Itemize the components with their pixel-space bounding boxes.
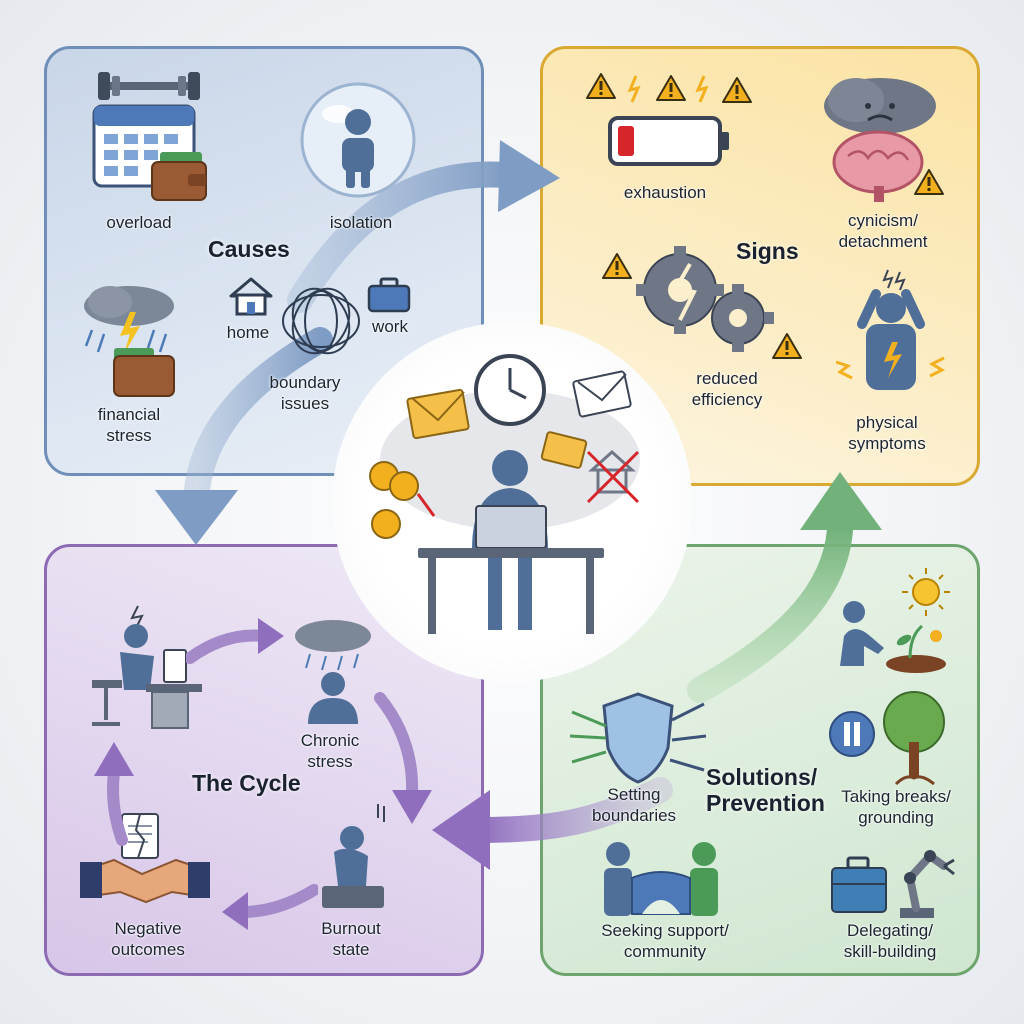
- handshake-icon: [80, 813, 210, 904]
- envelope-icon: [406, 370, 632, 469]
- label-boundary-issues: boundary issues: [269, 373, 341, 413]
- label-burnout-state: Burnout state: [321, 919, 381, 959]
- arrow-causes-to-cycle: [183, 327, 333, 513]
- briefcase-icon: [367, 277, 411, 313]
- brain-cloud-icon: [824, 78, 944, 202]
- label-taking-breaks: Taking breaks/ grounding: [841, 787, 951, 827]
- label-delegating: Delegating/ skill-building: [843, 921, 937, 961]
- burnout-figure-icon: [322, 804, 385, 908]
- bridge-people-icon: [604, 842, 718, 916]
- cycle-arrow-4: [94, 742, 134, 846]
- arrow-solutions-to-signs: [687, 517, 853, 703]
- solutions-title: Solutions/ Prevention: [706, 764, 825, 816]
- robot-arm-icon: [900, 850, 955, 918]
- sun-icon: [902, 568, 950, 616]
- label-physical-symptoms: physical symptoms: [848, 413, 926, 453]
- tree-icon: [829, 691, 945, 786]
- gardening-icon: [840, 568, 950, 673]
- battery-icon: [586, 73, 752, 166]
- rain-cloud-person-icon: [295, 620, 371, 724]
- shield-icon: [569, 692, 707, 784]
- label-seeking-support: Seeking support/ community: [601, 921, 729, 961]
- label-cynicism: cynicism/ detachment: [838, 211, 928, 251]
- warning-icon: [586, 73, 616, 99]
- label-setting-boundaries: Setting boundaries: [591, 785, 677, 825]
- storm-cloud-icon: [84, 286, 175, 397]
- cycle-arrow-3: [222, 884, 318, 930]
- arrow-causes-to-signs: [287, 161, 518, 313]
- label-reduced-efficiency: reduced efficiency: [691, 369, 763, 409]
- label-isolation: isolation: [329, 213, 393, 232]
- wallet-icon: [151, 152, 207, 201]
- bubble-person-icon: [300, 82, 416, 198]
- house-icon: [229, 277, 273, 316]
- house-crossed-icon: [586, 449, 640, 504]
- worker-desk-cycle-icon: [92, 605, 202, 729]
- clock-icon: [474, 354, 546, 426]
- coin-icon: [369, 461, 436, 539]
- causes-title: Causes: [208, 236, 290, 262]
- label-work: work: [372, 317, 408, 336]
- toolbox-icon: [831, 850, 955, 918]
- cycle-arrow-1: [186, 618, 284, 664]
- label-negative-outcomes: Negative outcomes: [111, 919, 185, 959]
- gears-icon: [602, 246, 802, 359]
- cycle-title: The Cycle: [192, 770, 301, 796]
- label-overload: overload: [106, 213, 172, 232]
- tangle-icon: [282, 287, 360, 355]
- document-icon: [121, 813, 159, 859]
- pause-icon: [829, 711, 875, 757]
- signs-title: Signs: [736, 238, 799, 264]
- label-financial-stress: financial stress: [97, 405, 161, 445]
- label-chronic-stress: Chronic stress: [300, 731, 360, 771]
- worker-at-desk-icon: [369, 354, 640, 634]
- arrow-solutions-to-cycle: [467, 777, 673, 843]
- dumbbell-icon: [98, 72, 200, 100]
- label-exhaustion: exhaustion: [623, 183, 707, 202]
- label-home: home: [226, 323, 270, 342]
- stressed-person-icon: [835, 269, 946, 390]
- cycle-arrow-2: [374, 692, 432, 824]
